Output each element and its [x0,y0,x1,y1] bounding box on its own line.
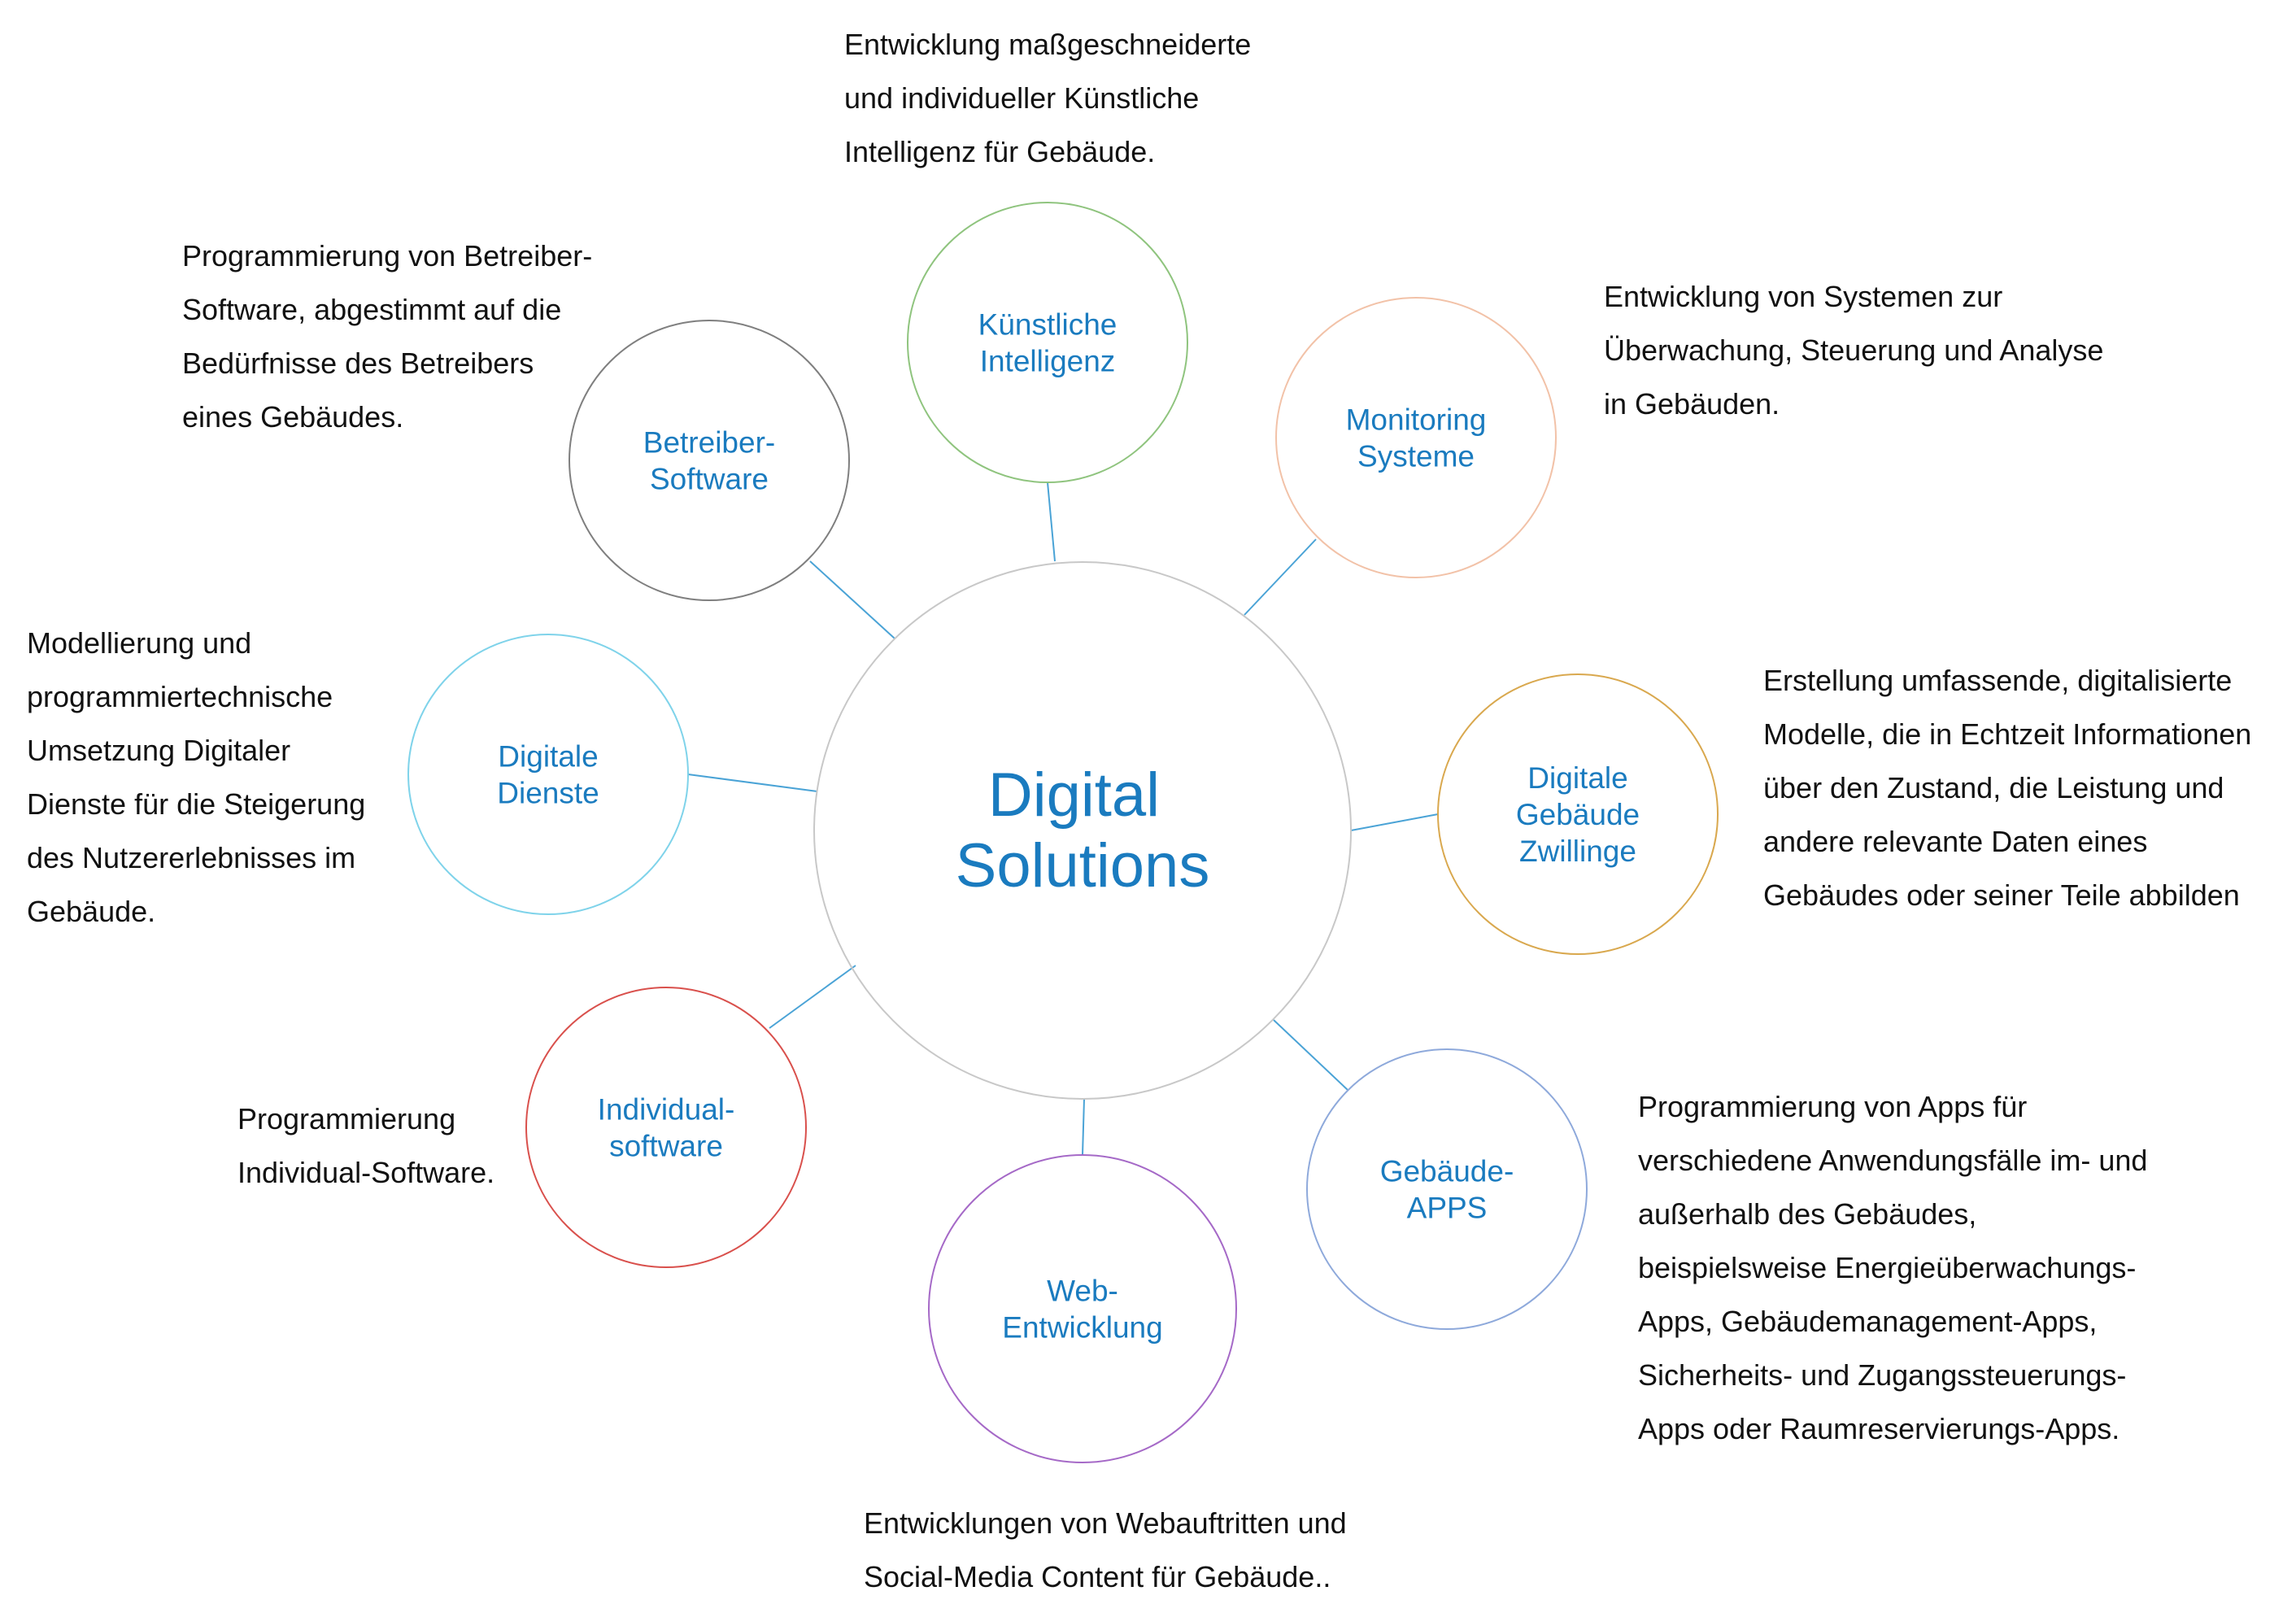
description-web-entwicklung: Entwicklungen von Webauftritten und Soci… [864,1497,1347,1604]
description-line: Dienste für die Steigerung [27,787,366,821]
description-line: programmiertechnische [27,680,333,713]
node-label-line: Intelligenz [980,345,1116,378]
node-label-betreiber-software: Betreiber-Software [643,426,775,496]
description-line: über den Zustand, die Leistung und [1763,771,2224,804]
description-gebaeude-apps: Programmierung von Apps für verschiedene… [1638,1080,2147,1456]
connector-digitale-gebaeude-zwillinge [1350,813,1439,831]
center-circle [813,561,1352,1100]
node-label-line: Gebäude- [1380,1155,1514,1188]
description-line: Gebäude. [27,895,156,928]
node-label-line: Entwicklung [1002,1311,1162,1345]
node-circle-digitale-dienste [407,634,689,915]
description-line: Bedürfnisse des Betreibers [182,347,534,380]
node-circle-web-entwicklung [928,1154,1237,1463]
description-digitale-dienste: Modellierung und programmiertechnische U… [27,617,365,939]
center-label-line: Digital [988,761,1160,830]
description-line: Erstellung umfassende, digitalisierte [1763,664,2233,697]
description-line: Programmierung von Apps für [1638,1090,2028,1123]
node-label-individual-software: Individual-software [598,1093,735,1163]
center-label: Digital Solutions [956,761,1210,900]
node-label-line: Zwillinge [1519,835,1636,868]
description-line: Software, abgestimmt auf die [182,293,562,326]
description-line: Überwachung, Steuerung und Analyse [1604,333,2104,367]
node-label-line: Gebäude [1516,798,1640,831]
description-line: des Nutzererlebnisses im [27,841,356,874]
description-monitoring-systeme: Entwicklung von Systemen zur Überwachung… [1604,270,2103,431]
node-web-entwicklung: Web-Entwicklung [928,1154,1237,1463]
node-individual-software: Individual-software [525,987,807,1268]
center-node: Digital Solutions [813,561,1352,1100]
center-label-line: Solutions [956,831,1210,900]
node-label-line: Web- [1047,1275,1118,1308]
description-line: Programmierung [237,1102,456,1135]
connector-betreiber-software [809,560,895,639]
node-label-line: Systeme [1357,440,1475,473]
node-circle-kuenstliche-intelligenz [907,202,1188,483]
description-line: Apps oder Raumreservierungs-Apps. [1638,1412,2120,1445]
connector-digitale-dienste [687,774,818,792]
description-line: Umsetzung Digitaler [27,734,291,767]
node-label-gebaeude-apps: Gebäude- APPS [1380,1155,1514,1225]
description-line: Entwicklung maßgeschneiderte [844,28,1252,61]
description-line: andere relevante Daten eines [1763,825,2148,858]
connector-monitoring-systeme [1244,538,1317,616]
description-line: außerhalb des Gebäudes, [1638,1197,1977,1231]
connector-kuenstliche-intelligenz [1047,482,1056,562]
node-label-line: Software [650,463,769,496]
node-label-line: Künstliche [978,308,1118,342]
description-line: beispielsweise Energieüberwachungs- [1638,1251,2137,1284]
node-betreiber-software: Betreiber-Software [569,320,850,601]
description-kuenstliche-intelligenz: Entwicklung maßgeschneiderte und individ… [844,18,1251,179]
connector-individual-software [769,965,856,1029]
connector-lines [687,482,1439,1156]
description-line: Individual-Software. [237,1156,495,1189]
description-line: Modelle, die in Echtzeit Informationen [1763,717,2252,751]
description-line: Entwicklung von Systemen zur [1604,280,2003,313]
description-line: verschiedene Anwendungsfälle im- und [1638,1144,2148,1177]
description-line: Gebäudes oder seiner Teile abbilden [1763,878,2240,912]
node-label-line: software [609,1130,723,1163]
node-label-line: Dienste [497,777,599,810]
description-line: Social-Media Content für Gebäude.. [864,1560,1331,1593]
node-circle-individual-software [525,987,807,1268]
description-line: Modellierung und [27,626,252,660]
node-label-web-entwicklung: Web-Entwicklung [1002,1275,1162,1345]
description-digitale-gebaeude-zwillinge: Erstellung umfassende, digitalisierte Mo… [1763,654,2251,922]
description-line: in Gebäuden. [1604,387,1780,421]
node-label-line: Monitoring [1346,403,1487,437]
description-individual-software: Programmierung Individual-Software. [237,1092,494,1200]
node-label-line: APPS [1407,1192,1488,1225]
description-line: Sicherheits- und Zugangssteuerungs- [1638,1358,2127,1392]
description-line: Programmierung von Betreiber- [182,239,593,272]
description-line: Intelligenz für Gebäude. [844,135,1156,168]
connector-gebaeude-apps [1273,1019,1348,1091]
description-line: Entwicklungen von Webauftritten und [864,1506,1347,1540]
description-line: eines Gebäudes. [182,400,404,434]
node-circle-digitale-gebaeude-zwillinge [1437,673,1719,955]
node-circle-monitoring-systeme [1275,297,1557,578]
node-label-line: Betreiber- [643,426,775,460]
description-line: und individueller Künstliche [844,81,1200,115]
node-circle-betreiber-software [569,320,850,601]
node-label-line: Digitale [498,740,598,774]
node-label-line: Digitale [1527,761,1627,795]
description-betreiber-software: Programmierung von Betreiber- Software, … [182,229,592,444]
node-circle-gebaeude-apps [1306,1048,1588,1330]
node-gebaeude-apps: Gebäude- APPS [1306,1048,1588,1330]
connector-web-entwicklung [1082,1098,1085,1156]
description-line: Apps, Gebäudemanagement-Apps, [1638,1305,2098,1338]
node-label-line: Individual- [598,1093,735,1127]
